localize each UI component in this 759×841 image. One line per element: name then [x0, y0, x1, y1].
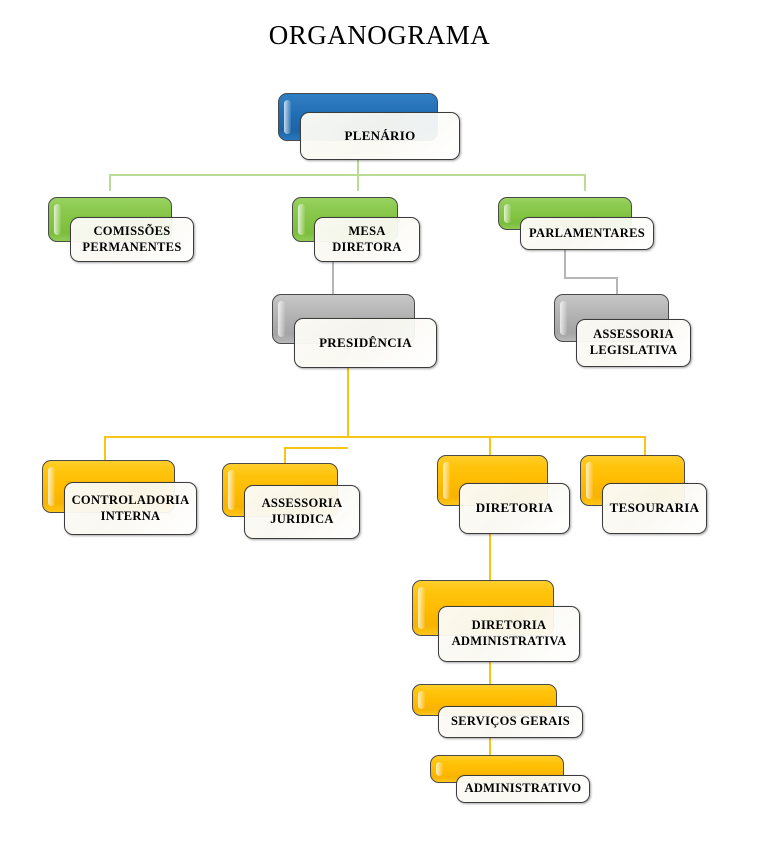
node-diretoria-administrativa-label-box[interactable]: DIRETORIA ADMINISTRATIVA [438, 606, 580, 662]
node-comissoes-permanentes-label-line2: PERMANENTES [82, 239, 182, 254]
node-diretoria-administrativa-label-line2: ADMINISTRATIVA [451, 634, 567, 648]
node-comissoes-permanentes-label-box[interactable]: COMISSÕES PERMANENTES [70, 217, 194, 262]
node-administrativo-label: ADMINISTRATIVO [464, 781, 582, 796]
node-mesa-diretora-label-line2: DIRETORA [332, 239, 402, 254]
node-controladoria-interna[interactable]: CONTROLADORIA INTERNA [42, 460, 197, 535]
node-assessoria-legislativa-label-line2: LEGISLATIVA [589, 343, 678, 357]
node-tesouraria-label-box[interactable]: TESOURARIA [602, 483, 707, 534]
node-mesa-diretora-label-line1: MESA [348, 223, 386, 238]
page-title: ORGANOGRAMA [268, 20, 491, 50]
node-diretoria-label: DIRETORIA [475, 500, 554, 516]
edge-group-parlamentares [564, 250, 618, 294]
node-tesouraria-label: TESOURARIA [609, 500, 700, 516]
node-presidencia-label: PRESIDÊNCIA [319, 334, 412, 350]
node-servicos-gerais[interactable]: SERVIÇOS GERAIS [412, 684, 583, 738]
node-parlamentares-label: PARLAMENTARES [529, 225, 645, 240]
node-controladoria-interna-label-box[interactable]: CONTROLADORIA INTERNA [64, 482, 197, 535]
node-mesa-diretora[interactable]: MESA DIRETORA [292, 197, 420, 262]
node-assessoria-juridica[interactable]: ASSESSORIA JURIDICA [222, 463, 360, 539]
node-plenario-label: PLENÁRIO [344, 127, 416, 143]
node-parlamentares[interactable]: PARLAMENTARES [498, 197, 654, 250]
edge-presidencia-assessjur [284, 447, 348, 463]
node-administrativo[interactable]: ADMINISTRATIVO [430, 755, 590, 803]
node-administrativo-label-box[interactable]: ADMINISTRATIVO [456, 775, 590, 803]
node-assessoria-juridica-label-box[interactable]: ASSESSORIA JURIDICA [244, 485, 360, 539]
edge-parlamentares-assesslegis [564, 250, 618, 294]
node-servicos-gerais-label-box[interactable]: SERVIÇOS GERAIS [438, 706, 583, 738]
node-plenario[interactable]: PLENÁRIO [278, 93, 460, 160]
node-assessoria-juridica-label-line2: JURIDICA [270, 512, 334, 526]
node-assessoria-legislativa[interactable]: ASSESSORIA LEGISLATIVA [554, 294, 691, 367]
node-parlamentares-label-box[interactable]: PARLAMENTARES [520, 217, 654, 250]
node-servicos-gerais-label: SERVIÇOS GERAIS [450, 714, 571, 729]
node-diretoria[interactable]: DIRETORIA [437, 455, 570, 534]
edge-group-plenario [109, 160, 586, 191]
node-presidencia[interactable]: PRESIDÊNCIA [272, 294, 437, 368]
node-controladoria-interna-label-line1: CONTROLADORIA [71, 492, 190, 507]
node-assessoria-legislativa-label-box[interactable]: ASSESSORIA LEGISLATIVA [576, 319, 691, 367]
node-plenario-label-box[interactable]: PLENÁRIO [300, 112, 460, 160]
node-comissoes-permanentes[interactable]: COMISSÕES PERMANENTES [48, 197, 194, 262]
node-tesouraria[interactable]: TESOURARIA [580, 455, 707, 534]
node-diretoria-administrativa[interactable]: DIRETORIA ADMINISTRATIVA [412, 580, 580, 662]
node-assessoria-juridica-label-line1: ASSESSORIA [261, 496, 343, 511]
node-mesa-diretora-label-box[interactable]: MESA DIRETORA [314, 217, 420, 262]
node-controladoria-interna-label-line2: INTERNA [100, 508, 161, 523]
node-diretoria-label-box[interactable]: DIRETORIA [459, 483, 570, 534]
edge-plenario-branch [109, 174, 586, 191]
node-comissoes-permanentes-label-line1: COMISSÕES [93, 223, 171, 238]
node-diretoria-administrativa-label-line1: DIRETORIA [471, 618, 547, 633]
edge-group-presidencia [104, 368, 646, 463]
node-presidencia-label-box[interactable]: PRESIDÊNCIA [294, 318, 437, 368]
node-assessoria-legislativa-label-line1: ASSESSORIA [593, 327, 674, 342]
